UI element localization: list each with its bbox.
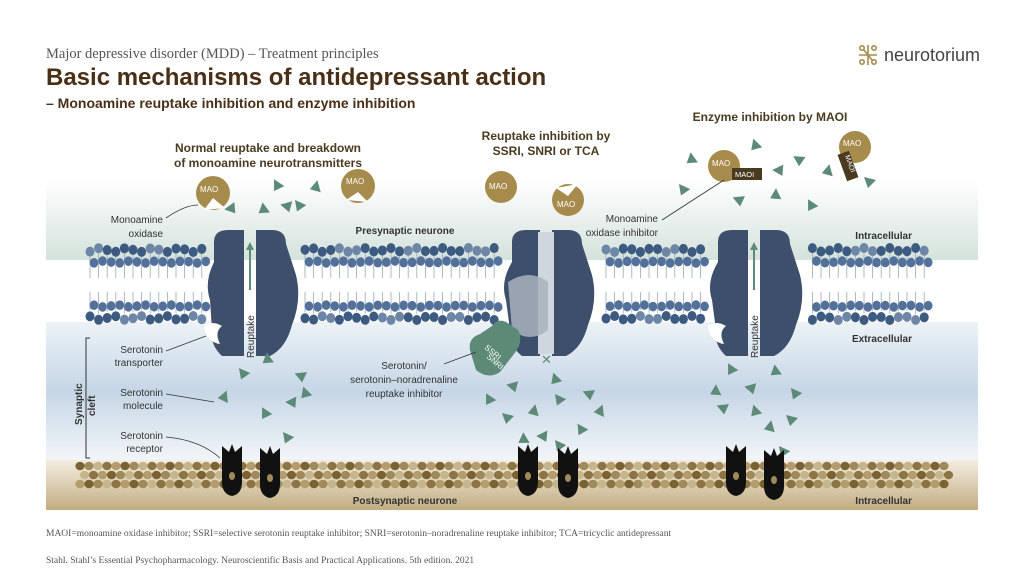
label-molecule-2: molecule <box>123 401 163 412</box>
footnote-abbreviations: MAOI=monoamine oxidase inhibitor; SSRI=s… <box>46 529 671 539</box>
label-inhibitor: Serotonin/ <box>381 361 427 372</box>
svg-text:MAOI: MAOI <box>735 170 754 179</box>
mao-enzyme-3: MAO <box>485 171 517 203</box>
label-monoamine-oxidase-2: oxidase <box>129 229 164 240</box>
label-postsynaptic: Postsynaptic neurone <box>353 496 458 507</box>
label-receptor-2: receptor <box>126 444 163 455</box>
reuptake-label-1: Reuptake <box>246 315 257 358</box>
serotonin-molecule <box>748 139 764 155</box>
mao-enzyme-maoi-1: MAO MAOI <box>708 150 762 182</box>
label-intracellular-bottom: Intracellular <box>855 496 912 507</box>
label-transporter-2: transporter <box>115 358 164 369</box>
label-molecule: Serotonin <box>120 388 163 399</box>
serotonin-molecule <box>793 154 807 167</box>
label-presynaptic: Presynaptic neurone <box>356 226 455 237</box>
svg-text:MAO: MAO <box>843 139 861 148</box>
serotonin-receptor <box>726 444 746 496</box>
serotonin-receptor <box>518 444 538 496</box>
reuptake-label-2: Reuptake <box>750 315 761 358</box>
reference-citation: Stahl. Stahl’s Essential Psychopharmacol… <box>46 556 474 566</box>
label-inhibitor-3: reuptake inhibitor <box>366 389 443 400</box>
serotonin-receptor <box>558 446 578 498</box>
label-maoi: Monoamine <box>606 214 659 225</box>
panel-reuptake-line1: Reuptake inhibition by <box>482 129 611 143</box>
panel-normal-line2: of monoamine neurotransmitters <box>174 156 362 170</box>
svg-text:MAO: MAO <box>557 200 575 209</box>
label-receptor: Serotonin <box>120 431 163 442</box>
svg-text:MAO: MAO <box>489 182 507 191</box>
serotonin-molecule <box>684 152 700 168</box>
block-x-icon: ✕ <box>541 353 552 368</box>
postsynaptic-membrane <box>75 462 953 489</box>
serotonin-molecule <box>772 162 788 178</box>
serotonin-receptor <box>222 444 242 496</box>
label-synaptic-2: cleft <box>87 395 98 416</box>
mao-enzyme-1: MAO <box>196 176 230 210</box>
label-intracellular-top: Intracellular <box>855 231 912 242</box>
svg-text:MAO: MAO <box>346 177 364 186</box>
synapse-diagram: Reuptake Reuptake SSRI SNRI ✕ MAO MAO MA… <box>0 0 1024 530</box>
mao-enzyme-2: MAO <box>341 169 375 203</box>
label-transporter: Serotonin <box>120 345 163 356</box>
mao-enzyme-maoi-2: MAO MAOI <box>838 131 871 181</box>
panel-enzyme-line1: Enzyme inhibition by MAOI <box>693 110 848 124</box>
svg-text:MAO: MAO <box>200 185 218 194</box>
svg-text:MAO: MAO <box>712 159 730 168</box>
serotonin-receptor <box>764 448 784 500</box>
mao-enzyme-4: MAO <box>552 184 584 216</box>
serotonin-molecule <box>820 164 836 180</box>
label-extracellular: Extracellular <box>852 334 912 345</box>
label-synaptic: Synaptic <box>74 383 85 425</box>
label-monoamine-oxidase: Monoamine <box>111 215 164 226</box>
label-inhibitor-2: serotonin–noradrenaline <box>350 375 458 386</box>
panel-reuptake-line2: SSRI, SNRI or TCA <box>493 144 600 158</box>
label-maoi-2: oxidase inhibitor <box>586 228 659 239</box>
panel-normal-line1: Normal reuptake and breakdown <box>175 141 361 155</box>
serotonin-receptor <box>260 446 280 498</box>
